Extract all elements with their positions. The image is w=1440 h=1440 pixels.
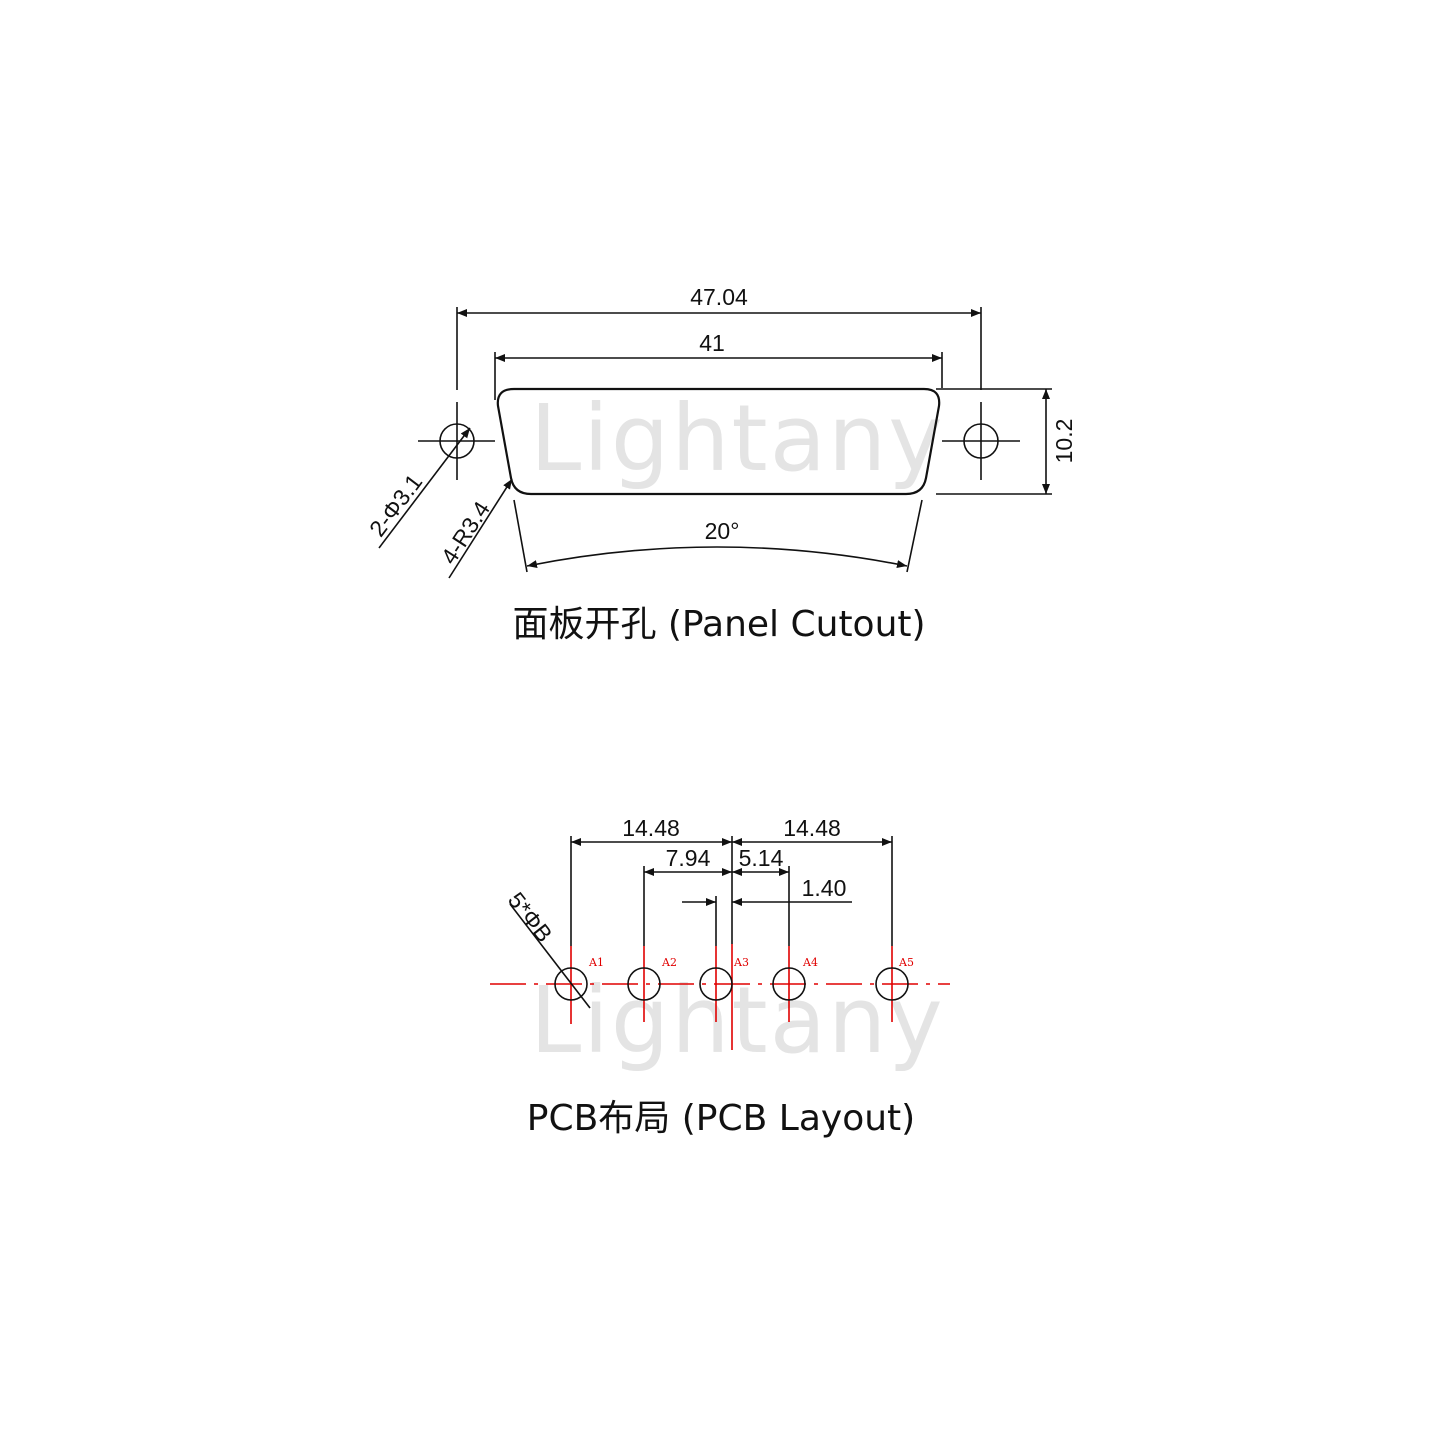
pcb-pin-a4: A4 [772, 946, 818, 1022]
dim-radius-label: 4-R3.4 [436, 496, 496, 568]
dim-offset-label: 1.40 [802, 875, 847, 901]
dimension-right-span: 14.48 [732, 815, 892, 846]
dim-hole-label: 2-Φ3.1 [364, 469, 427, 541]
dim-height-label: 10.2 [1051, 419, 1077, 464]
panel-cutout-view: Lightany 47.04 41 [364, 284, 1077, 645]
pcb-pin-a1: A1 [554, 946, 604, 1024]
pin-a3-label: A3 [733, 956, 749, 969]
pcb-pin-a2: A2 [627, 946, 677, 1022]
dim-left-label: 14.48 [622, 815, 680, 841]
dimension-body-width: 41 [494, 330, 943, 400]
pin-a4-label: A4 [802, 956, 818, 969]
dim-overall-label: 47.04 [690, 284, 748, 310]
dimension-left-span: 14.48 [571, 815, 732, 846]
left-mounting-hole [418, 402, 495, 480]
dim-a2-label: 7.94 [666, 845, 711, 871]
pcb-pin-a3: A3 [699, 946, 749, 1022]
dim-body-label: 41 [699, 330, 725, 356]
panel-cutout-caption: 面板开孔 (Panel Cutout) [512, 604, 925, 645]
pcb-pin-a5: A5 [875, 946, 914, 1022]
dimension-height: 10.2 [936, 388, 1077, 495]
watermark-bottom: Lightany [530, 967, 945, 1074]
watermark-top: Lightany [530, 385, 945, 492]
dimension-a3-offset: 1.40 [682, 875, 852, 906]
dimension-a4-offset: 5.14 [732, 845, 789, 876]
dim-angle-label: 20° [705, 518, 740, 544]
pin-a5-label: A5 [898, 956, 914, 969]
dim-right-label: 14.48 [783, 815, 841, 841]
dimension-angle: 20° [513, 499, 923, 573]
d-sub-cutout-outline [496, 387, 941, 496]
pin-a2-label: A2 [661, 956, 677, 969]
dim-a4-label: 5.14 [739, 845, 784, 871]
dimension-corner-radius: 4-R3.4 [436, 478, 513, 579]
dimension-a2-offset: 7.94 [644, 845, 732, 876]
dim-pcb-hole-label: 5*ΦB [503, 887, 558, 947]
pin-a1-label: A1 [588, 956, 604, 969]
right-mounting-hole [942, 402, 1020, 480]
pcb-layout-caption: PCB布局 (PCB Layout) [527, 1098, 915, 1139]
pcb-layout-view: Lightany A1 A2 A3 A4 A5 [490, 815, 950, 1139]
dimension-overall-width: 47.04 [456, 284, 982, 390]
